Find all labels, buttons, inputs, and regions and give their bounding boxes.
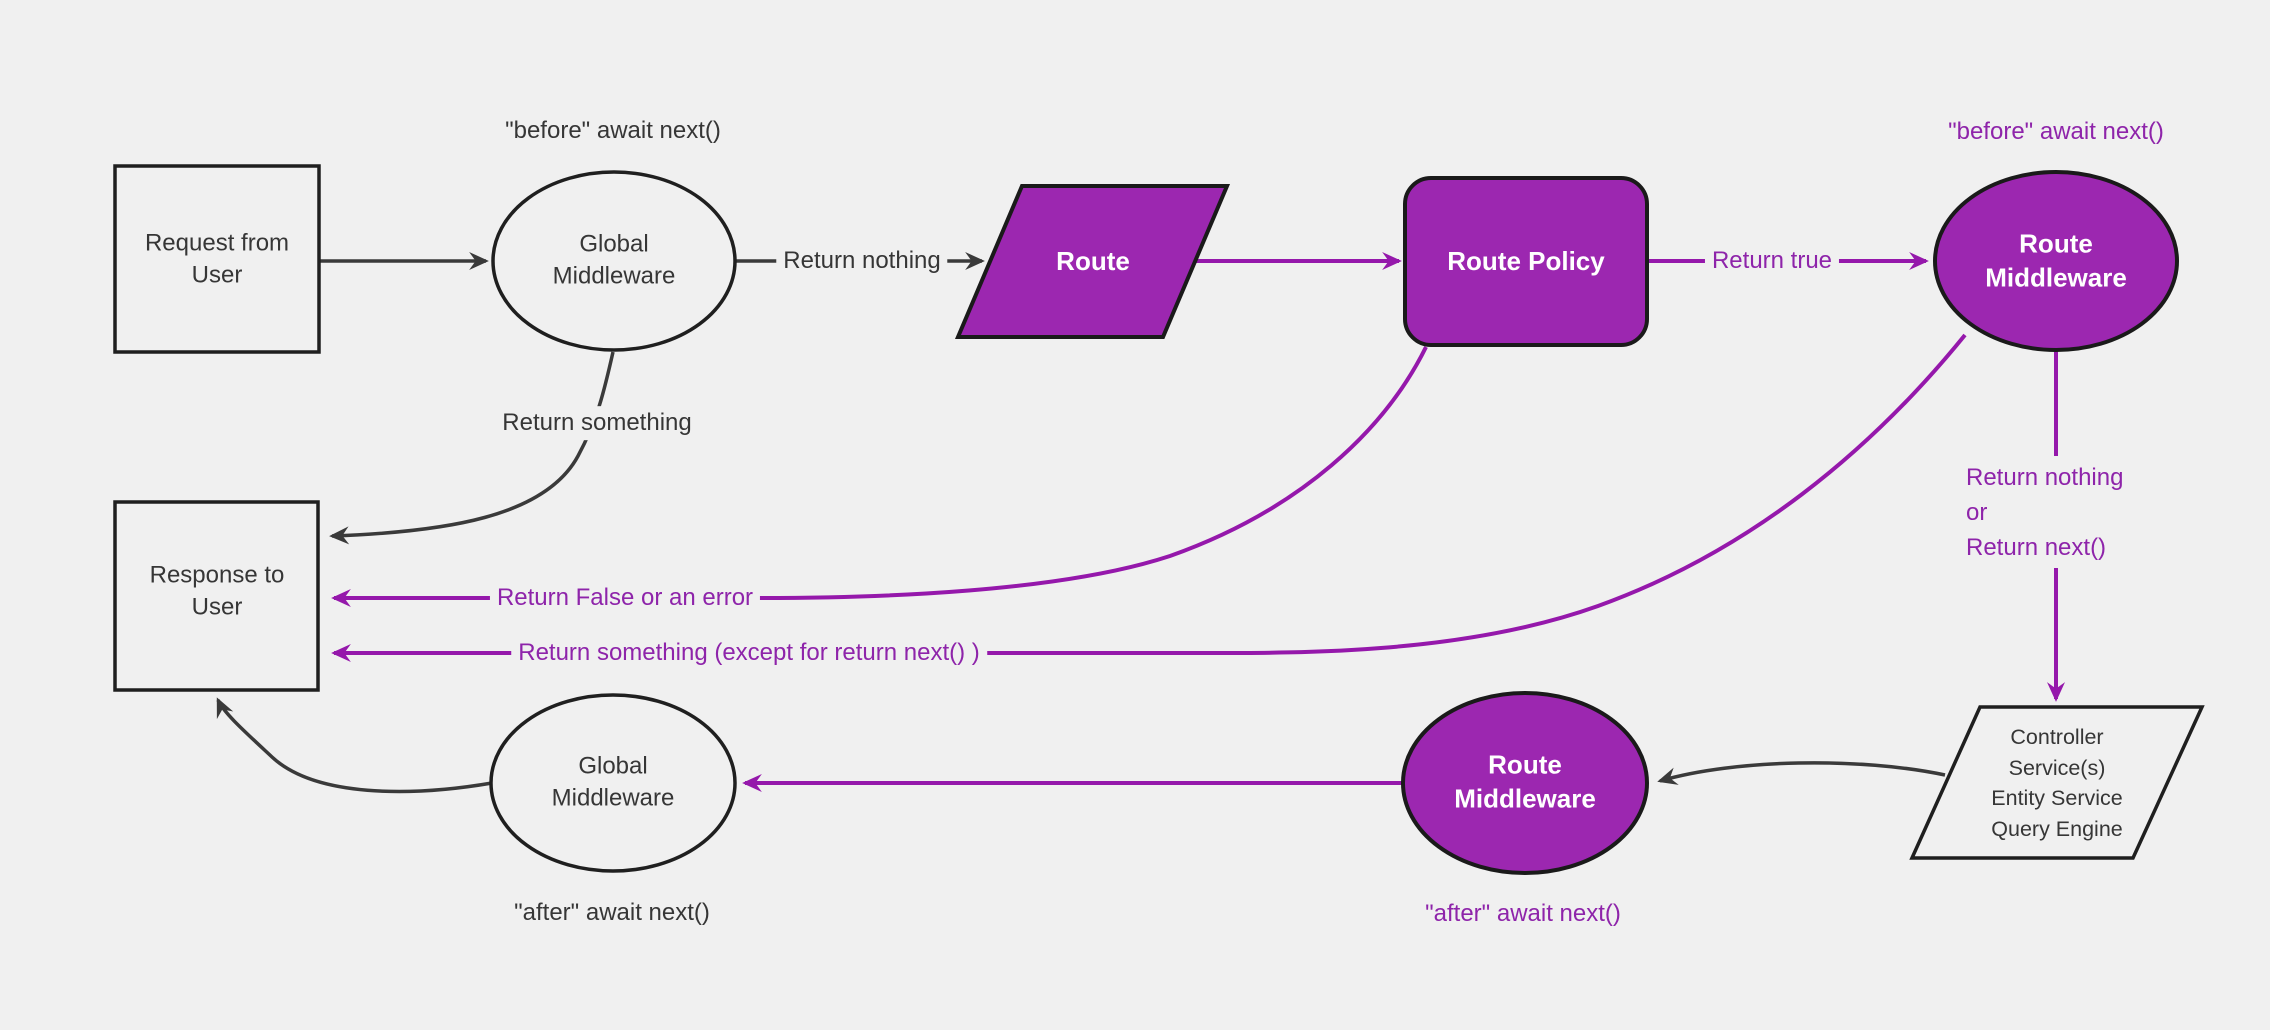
request-node xyxy=(113,164,321,354)
after-await-bottom-purple-label: "after" await next() xyxy=(1425,900,1621,928)
return-something-except-label: Return something (except for return next… xyxy=(511,636,987,670)
response-node-label: Response to User xyxy=(149,561,285,620)
global-middleware-top-label: Global Middleware xyxy=(552,230,676,289)
global-middleware-bottom-node xyxy=(489,693,737,873)
route-middleware-bottom-node xyxy=(1401,691,1649,875)
after-await-bottom-black-label: "after" await next() xyxy=(514,899,710,927)
route-policy-label: Route Policy xyxy=(1447,245,1605,276)
return-false-or-error-label: Return False or an error xyxy=(489,581,761,615)
return-nothing-or-line-2: or xyxy=(1966,499,1988,527)
edge-return-false-to-response xyxy=(331,346,1428,608)
controller-label-line-4: Query Engine xyxy=(1991,816,2123,841)
return-something-label: Return something xyxy=(495,406,699,440)
edge-return-something-to-response xyxy=(329,351,615,545)
global-middleware-top-node xyxy=(491,170,737,352)
edge-return-something-except-to-response xyxy=(331,333,1967,663)
edge-global-middleware-to-response xyxy=(216,697,493,794)
response-node xyxy=(113,500,320,692)
route-label: Route xyxy=(1056,245,1130,276)
before-await-top-label: "before" await next() xyxy=(505,117,721,145)
controller-node xyxy=(1909,705,2205,860)
return-nothing-label: Return nothing xyxy=(776,244,948,278)
controller-label-line-1: Controller xyxy=(2010,725,2104,749)
route-middleware-top-label: Route Middleware xyxy=(1985,228,2127,293)
request-node-label: Request from User xyxy=(144,229,290,288)
controller-label-line-2: Service(s) xyxy=(2008,755,2106,780)
route-middleware-bottom-label: Route Middleware xyxy=(1454,749,1596,814)
controller-label: Controller Service(s) Entity Service Que… xyxy=(1942,722,2172,844)
global-middleware-bottom-label: Global Middleware xyxy=(551,752,675,811)
return-true-label: Return true xyxy=(1704,244,1840,278)
return-nothing-or-line-3: Return next() xyxy=(1966,534,2107,562)
route-middleware-top-node xyxy=(1933,170,2179,352)
controller-label-line-3: Entity Service xyxy=(1991,786,2123,810)
edge-controller-to-route-middleware-bottom xyxy=(1657,761,1946,785)
route-node xyxy=(954,184,1231,339)
return-nothing-or-line-1: Return nothing xyxy=(1966,464,2124,492)
before-await-right-label: "before" await next() xyxy=(1948,118,2164,146)
route-policy-node xyxy=(1403,176,1649,347)
